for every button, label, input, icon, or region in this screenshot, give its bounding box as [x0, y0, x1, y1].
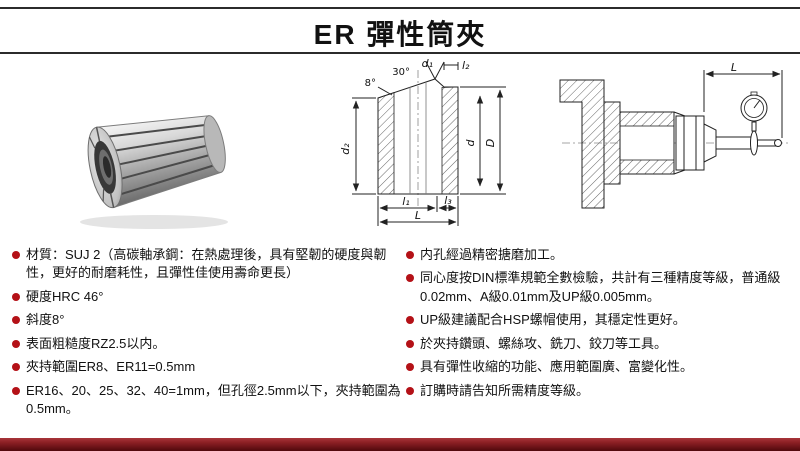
spec-item: 同心度按DIN標準規範全數檢驗，共計有三種精度等級，普通級0.02mm、A級0.… [406, 269, 796, 306]
header-rule-bottom [0, 52, 800, 54]
bullet-icon [12, 386, 20, 395]
spec-item: 内孔經過精密搪磨加工。 [406, 246, 796, 264]
spindle-hub [603, 101, 621, 185]
dim-label-8deg: 8° [365, 78, 376, 89]
spindle-flange [559, 79, 605, 209]
collet-section-svg: 30° 8° d₁ l₂ d₂ d D l₁ l₃ L [339, 57, 506, 226]
bullet-icon [12, 339, 20, 348]
dial-indicator [740, 91, 768, 132]
dim-label-30deg: 30° [392, 67, 410, 78]
spec-text: 具有彈性收縮的功能、應用範圍廣、富變化性。 [420, 359, 694, 375]
spec-text: 硬度HRC 46° [26, 288, 104, 304]
test-bar [715, 130, 782, 156]
clamping-nut [675, 115, 705, 171]
spec-text: 夾持範圍ER8、ER11=0.5mm [26, 359, 196, 375]
spec-item: UP級建議配合HSP螺帽使用，其穩定性更好。 [406, 311, 796, 329]
section-hatch-right [441, 86, 459, 195]
dim-label-d2: d₂ [340, 143, 352, 155]
spec-list-right: 内孔經過精密搪磨加工。 同心度按DIN標準規範全數檢驗，共計有三種精度等級，普通… [406, 246, 796, 405]
dim-label-l3: l₃ [444, 194, 452, 207]
spec-item: 材質：SUJ 2（高碳軸承鋼：在熱處理後，具有堅韌的硬度與韌性，更好的耐磨耗性，… [12, 246, 402, 283]
spec-item: 表面粗糙度RZ2.5以内。 [12, 335, 402, 353]
spec-item: 斜度8° [12, 311, 402, 329]
page-title: ER 彈性筒夾 [313, 19, 487, 50]
collet-body-photo [87, 115, 226, 209]
bullet-icon [406, 251, 414, 259]
bullet-icon [406, 339, 414, 348]
spec-item: 於夾持鑽頭、螺絲攻、銑刀、鉸刀等工具。 [406, 335, 796, 353]
header-rule-top [0, 7, 800, 9]
photo-shadow [80, 215, 228, 229]
spec-text: 訂購時請告知所需精度等級。 [420, 382, 590, 398]
spec-item: ER16、20、25、32、40=1mm，但孔徑2.5mm以下，夾持範圍為0.5… [12, 382, 402, 419]
spec-item: 訂購時請告知所需精度等級。 [406, 382, 796, 400]
assembly-svg: L [559, 61, 788, 209]
footer-bar [0, 438, 800, 451]
collet-photo [62, 82, 247, 239]
bullet-icon [12, 251, 20, 259]
dim-label-L: L [415, 209, 421, 222]
collet-photo-image [80, 115, 228, 229]
spec-list-left: 材質：SUJ 2（高碳軸承鋼：在熱處理後，具有堅韌的硬度與韌性，更好的耐磨耗性，… [12, 246, 402, 424]
dim-label-l1: l₁ [402, 195, 409, 208]
spec-item: 具有彈性收縮的功能、應用範圍廣、富變化性。 [406, 358, 796, 376]
bullet-icon [406, 386, 414, 395]
bullet-icon [406, 316, 414, 325]
spec-text: 同心度按DIN標準規範全數檢驗，共計有三種精度等級，普通級0.02mm、A級0.… [420, 270, 781, 304]
section-hatch-left [377, 91, 395, 195]
spec-item: 夾持範圍ER8、ER11=0.5mm [12, 358, 402, 376]
bullet-icon [406, 363, 414, 372]
dim-label-assembly-L: L [731, 61, 737, 74]
spec-text: ER16、20、25、32、40=1mm，但孔徑2.5mm以下，夾持範圍為0.5… [26, 382, 401, 417]
bullet-icon [406, 274, 414, 283]
spec-text: 材質：SUJ 2（高碳軸承鋼：在熱處理後，具有堅韌的硬度與韌性，更好的耐磨耗性，… [26, 247, 387, 281]
bullet-icon [12, 363, 20, 372]
bullet-icon [12, 316, 20, 325]
collet-section-diagram: 30° 8° d₁ l₂ d₂ d D l₁ l₃ L [339, 56, 550, 239]
spec-text: 内孔經過精密搪磨加工。 [420, 247, 564, 262]
spec-text: 表面粗糙度RZ2.5以内。 [26, 335, 166, 351]
dim-label-d1: d₁ [422, 57, 433, 70]
spec-text: 斜度8° [26, 312, 65, 328]
spec-text: 於夾持鑽頭、螺絲攻、銑刀、鉸刀等工具。 [420, 335, 668, 351]
dim-label-d: d [464, 138, 477, 146]
bullet-icon [12, 292, 20, 301]
spec-item: 硬度HRC 46° [12, 288, 402, 306]
dim-label-D: D [484, 139, 497, 147]
assembly-runout-diagram: L [548, 58, 793, 235]
spec-text: UP級建議配合HSP螺帽使用，其穩定性更好。 [420, 312, 686, 328]
dim-label-l2: l₂ [462, 59, 470, 72]
